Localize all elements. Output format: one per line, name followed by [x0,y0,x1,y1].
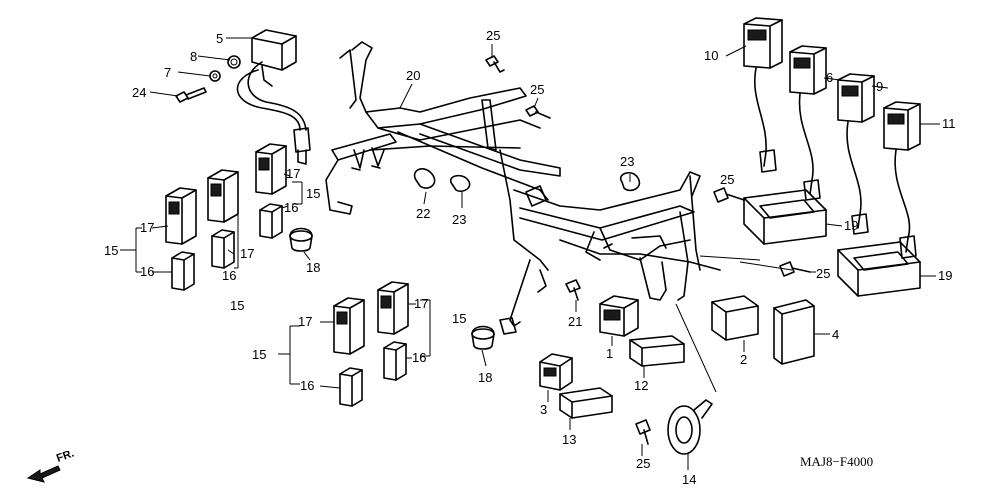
callout-23: 23 [620,154,634,169]
callout-16: 16 [284,200,298,215]
leader-lines [120,37,940,470]
callout-15: 15 [306,186,320,201]
callout-25: 25 [720,172,734,187]
callout-10: 10 [704,48,718,63]
callout-16: 16 [222,268,236,283]
callout-15: 15 [230,298,244,313]
relay-11 [883,101,921,259]
unit-5-assembly [175,29,311,165]
callout-7: 7 [164,65,171,80]
relay-6 [789,45,827,201]
callout-17: 17 [240,246,254,261]
callout-21: 21 [568,314,582,329]
relay-10 [743,17,783,173]
callout-15: 15 [452,311,466,326]
callout-23: 23 [452,212,466,227]
callout-11: 11 [942,116,956,131]
callout-25: 25 [530,82,544,97]
callout-17: 17 [414,296,428,311]
callout-16: 16 [300,378,314,393]
fuse-box-19-lower [837,241,921,297]
front-direction-label: FR. [55,447,76,464]
relay-group-lower-center [333,281,409,407]
callout-25: 25 [486,28,500,43]
callout-4: 4 [832,327,839,342]
small-parts [289,55,815,455]
callout-3: 3 [540,402,547,417]
callout-25: 25 [816,266,830,281]
fuse-box-19-upper [743,189,827,245]
callout-14: 14 [682,472,696,487]
callouts: 5 8 7 24 20 25 25 10 6 9 11 17 15 16 17 … [104,28,956,487]
callout-22: 22 [416,206,430,221]
relay-group-upper-left [255,143,287,239]
callout-25: 25 [636,456,650,471]
callout-24: 24 [132,85,146,100]
callout-18: 18 [478,370,492,385]
callout-17: 17 [286,166,300,181]
callout-12: 12 [634,378,648,393]
frame-stay [325,41,721,335]
callout-17: 17 [140,220,154,235]
relay-group-left [165,187,197,291]
callout-6: 6 [826,70,833,85]
callout-13: 13 [562,432,576,447]
callout-15: 15 [104,243,118,258]
callout-15: 15 [252,347,266,362]
callout-17: 17 [298,314,312,329]
relay-9 [837,73,875,235]
callout-9: 9 [876,79,883,94]
callout-19: 19 [844,218,858,233]
front-direction-indicator: FR. [26,447,76,483]
callout-18: 18 [306,260,320,275]
callout-19: 19 [938,268,952,283]
callout-1: 1 [606,346,613,361]
callout-20: 20 [406,68,420,83]
callout-16: 16 [140,264,154,279]
front-arrow-icon [26,465,61,483]
callout-5: 5 [216,31,223,46]
callout-2: 2 [740,352,747,367]
callout-8: 8 [190,49,197,64]
callout-16: 16 [412,350,426,365]
diagram-code: MAJ8−F4000 [800,454,873,469]
